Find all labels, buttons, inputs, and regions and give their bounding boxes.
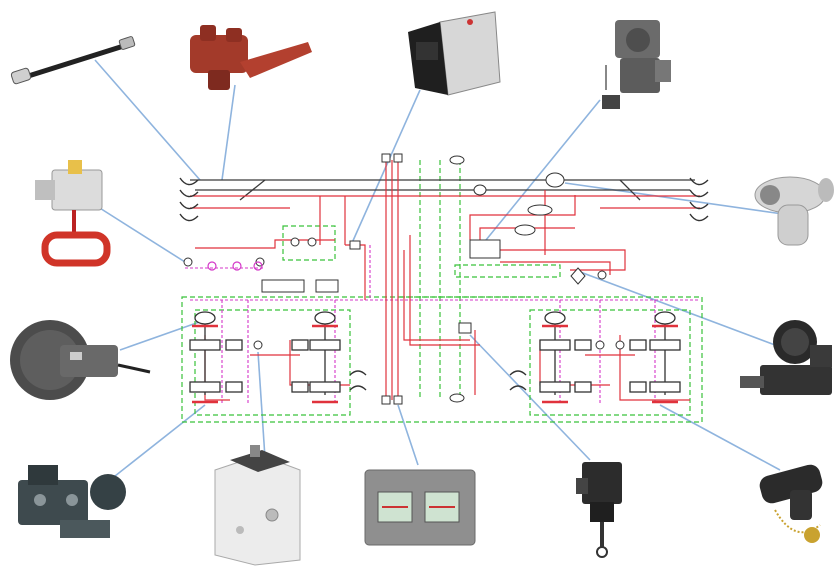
pressure-gauge-box-icon — [364, 469, 476, 546]
main-pipe — [190, 179, 695, 201]
angle-cock-handle-icon — [190, 25, 312, 90]
hose-coupling-icon — [10, 36, 136, 85]
magnetic-valve-icon — [740, 320, 832, 395]
isolating-cocks-row — [207, 261, 263, 271]
isolating-cock-icon — [576, 462, 622, 558]
brake-discs — [192, 324, 678, 404]
bogie-axles — [189, 311, 681, 395]
solenoid-valve-icon — [408, 11, 501, 96]
relay-valve-icon — [602, 20, 671, 109]
dirt-collector-icon — [754, 176, 834, 246]
hose-couplings — [179, 177, 709, 391]
valve-symbols — [183, 153, 625, 405]
control-lines — [185, 245, 700, 405]
brake-cylinder-icon — [10, 320, 151, 400]
dummy-coupling-icon — [759, 464, 823, 543]
brake-release-valve-icon — [35, 160, 111, 267]
disc-brake-caliper-icon — [18, 465, 126, 538]
pressure-switch-icon — [214, 445, 301, 566]
enclosures — [181, 160, 703, 423]
callout-lines — [94, 59, 791, 481]
